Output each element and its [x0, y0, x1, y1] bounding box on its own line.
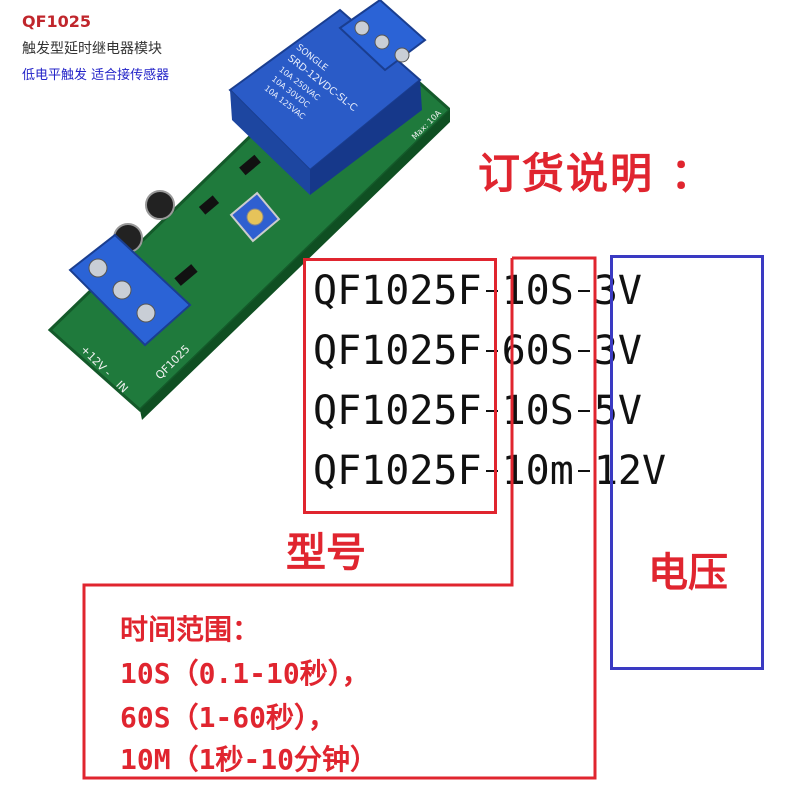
model-code: QF1025F	[313, 328, 482, 374]
order-row: QF1025F 10S 3V	[313, 262, 642, 320]
voltage-code: 3V	[593, 268, 642, 314]
input-screw-1	[88, 258, 108, 278]
voltage-code: 3V	[593, 328, 642, 374]
model-code: QF1025F	[313, 448, 482, 494]
input-screw-3	[136, 303, 156, 323]
model-label: 型号	[286, 530, 366, 576]
order-row: QF1025F 60S 3V	[313, 322, 642, 380]
pcb-edge	[140, 110, 450, 420]
ic-1	[198, 195, 220, 215]
model-highlight-box	[303, 258, 497, 514]
relay-side-left	[230, 90, 310, 195]
voltage-code: 12V	[593, 448, 667, 494]
time-code: 60S	[501, 328, 574, 374]
ic-3	[239, 154, 261, 176]
range-line: 10S（0.1-10秒），	[120, 657, 370, 690]
order-row: QF1025F 10S 5V	[313, 382, 642, 440]
potentiometer-knob	[246, 208, 264, 226]
input-screw-2	[112, 280, 132, 300]
relay-side-right	[310, 80, 422, 195]
range-line: 10M（1秒-10分钟）	[120, 743, 379, 776]
product-note: 低电平触发 适合接传感器	[22, 68, 170, 83]
voltage-highlight-box	[610, 255, 764, 670]
time-code: 10S	[501, 268, 574, 314]
time-range-outline	[82, 256, 597, 780]
voltage-code: 5V	[593, 388, 642, 434]
time-code: 10S	[501, 388, 574, 434]
pcb-illustration: SONGLE SRD-12VDC-SL-C 10A 250VAC 10A 30V…	[47, 0, 453, 420]
capacitor-2	[145, 190, 175, 220]
product-title: QF1025	[22, 12, 92, 31]
order-title: 订货说明 ：	[478, 149, 715, 198]
ic-2	[174, 264, 198, 286]
range-title: 时间范围：	[120, 613, 261, 646]
range-line: 60S（1-60秒），	[120, 701, 337, 734]
product-subtitle: 触发型延时继电器模块	[22, 41, 162, 57]
screw-2	[374, 34, 390, 50]
voltage-label: 电压	[648, 550, 728, 596]
model-code: QF1025F	[313, 268, 482, 314]
order-row: QF1025F 10m 12V	[313, 442, 666, 500]
model-code: QF1025F	[313, 388, 482, 434]
screw-3	[394, 47, 410, 63]
time-code: 10m	[501, 448, 574, 494]
screw-1	[354, 20, 370, 36]
pcb-board-image: SONGLE SRD-12VDC-SL-C 10A 250VAC 10A 30V…	[10, 0, 453, 440]
